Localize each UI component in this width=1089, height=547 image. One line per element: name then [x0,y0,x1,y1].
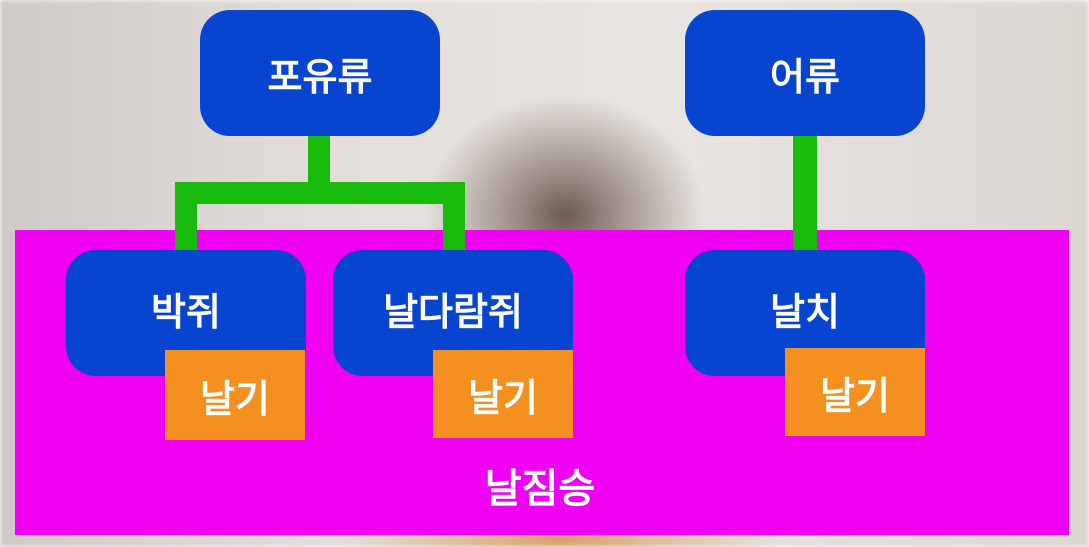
connector-to-flying-squirrel-lower [443,230,465,252]
node-flying-squirrel-label: 날다람쥐 [383,289,523,334]
connector-mammal-stem [308,134,330,184]
fly-tag-flying-squirrel-label: 날기 [468,375,538,420]
node-fish: 어류 [685,10,925,136]
fly-tag-flying-squirrel: 날기 [433,350,573,438]
fly-tag-flying-fish: 날기 [785,348,925,436]
group-label-text: 날짐승 [484,466,596,512]
fly-tag-bat-label: 날기 [200,376,270,421]
node-fish-label: 어류 [770,54,840,99]
connector-to-bat-lower [175,230,197,252]
node-bat-label: 박쥐 [151,289,221,334]
connector-mammal-bar [175,182,465,204]
node-mammal: 포유류 [200,10,440,136]
group-label: 날짐승 [440,455,640,515]
fly-tag-bat: 날기 [165,350,305,440]
node-mammal-label: 포유류 [267,54,373,99]
fly-tag-flying-fish-label: 날기 [820,373,890,418]
node-flying-fish-label: 날치 [770,289,840,334]
